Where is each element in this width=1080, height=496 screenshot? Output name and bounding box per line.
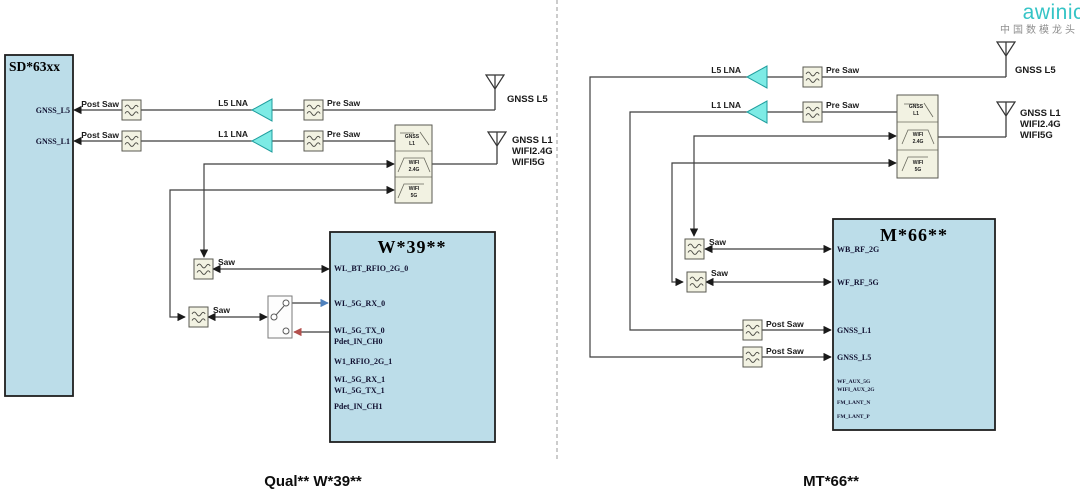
svg-text:WIFI2.4G: WIFI2.4G [1020, 119, 1061, 130]
svg-text:Saw: Saw [218, 257, 235, 267]
brand-logo-text: awinic [1022, 1, 1080, 24]
svg-text:GNSS: GNSS [405, 134, 420, 140]
svg-text:2.4G: 2.4G [913, 139, 924, 145]
svg-text:Saw: Saw [709, 237, 726, 247]
triplexer-right: GNSS L1 WIFI 2.4G WIFI 5G [896, 94, 939, 179]
svg-text:5G: 5G [411, 193, 418, 199]
svg-text:L1 LNA: L1 LNA [218, 129, 248, 139]
svg-text:L1 LNA: L1 LNA [711, 100, 741, 110]
brand-watermark: awinic 中国数模龙头 [1000, 1, 1080, 37]
svg-text:5G: 5G [915, 167, 922, 173]
svg-text:Pre Saw: Pre Saw [826, 65, 859, 75]
mt-chip-block-m66: M*66** WB_RF_2G WF_RF_5G GNSS_L1 GNSS_L5… [832, 218, 996, 431]
svg-text:GNSS_L5: GNSS_L5 [837, 353, 871, 362]
mt-chip-title: M*66** [880, 225, 948, 245]
svg-text:WIFI2.4G: WIFI2.4G [512, 146, 553, 157]
svg-text:W1_RFIO_2G_1: W1_RFIO_2G_1 [334, 357, 392, 366]
antenna-label: GNSS L5 [507, 94, 548, 105]
svg-text:GNSS: GNSS [909, 104, 924, 110]
svg-text:WL_BT_RFIO_2G_0: WL_BT_RFIO_2G_0 [334, 264, 408, 273]
lna-l5: L5 LNA [218, 98, 273, 122]
left-wires [73, 105, 497, 337]
svg-text:WL_5G_RX_1: WL_5G_RX_1 [334, 375, 385, 384]
svg-text:WF_AUX_5G: WF_AUX_5G [837, 379, 871, 385]
saw-filter-2g-right: Saw [684, 237, 726, 260]
post-saw-filter-l5-right: Post Saw [742, 346, 804, 368]
svg-text:L5 LNA: L5 LNA [218, 98, 248, 108]
triplexer-left: GNSS L1 WIFI 2.4G WIFI 5G [394, 124, 433, 204]
soc-port-gnss-l1: GNSS_L1 [36, 137, 70, 146]
svg-text:GNSS L1: GNSS L1 [1020, 108, 1061, 119]
wifi-chip-block-w39: W*39** WL_BT_RFIO_2G_0 WL_5G_RX_0 WL_5G_… [329, 231, 496, 443]
lna-l1: L1 LNA [218, 129, 273, 153]
svg-text:WL_5G_TX_1: WL_5G_TX_1 [334, 386, 385, 395]
svg-text:WIFI5G: WIFI5G [512, 157, 545, 168]
svg-text:WIFI_AUX_2G: WIFI_AUX_2G [837, 387, 875, 393]
svg-text:2.4G: 2.4G [409, 167, 420, 173]
lna-l5-right: L5 LNA [711, 65, 768, 89]
svg-text:FM_LANT_P: FM_LANT_P [837, 414, 870, 420]
svg-text:WIFI: WIFI [409, 160, 420, 166]
svg-text:WIFI: WIFI [913, 160, 924, 166]
antenna-combo-right: GNSS L1 WIFI2.4G WIFI5G [995, 101, 1061, 141]
left-diagram-qualcomm: SD*63xx GNSS_L5 GNSS_L1 Post Saw Post Sa… [4, 54, 553, 490]
post-saw-filter-l5: Post Saw [81, 99, 142, 121]
svg-text:WL_5G_RX_0: WL_5G_RX_0 [334, 299, 385, 308]
svg-text:WL_5G_TX_0: WL_5G_TX_0 [334, 326, 385, 335]
svg-text:GNSS L1: GNSS L1 [512, 135, 553, 146]
svg-text:L5 LNA: L5 LNA [711, 65, 741, 75]
svg-text:Post Saw: Post Saw [81, 99, 119, 109]
caption-right: MT*66** [803, 473, 859, 490]
svg-text:Saw: Saw [213, 305, 230, 315]
svg-text:Post Saw: Post Saw [766, 319, 804, 329]
soc-block-sd63xx: SD*63xx GNSS_L5 GNSS_L1 [4, 54, 74, 397]
antenna-gnss-l5-left: GNSS L5 [484, 74, 548, 110]
pre-saw-filter-l1-right: Pre Saw [802, 100, 859, 123]
svg-text:WIFI: WIFI [913, 132, 924, 138]
pre-saw-filter-l1: Pre Saw [303, 129, 360, 152]
post-saw-filter-l1-right: Post Saw [742, 319, 804, 341]
antenna-combo-left: GNSS L1 WIFI2.4G WIFI5G [486, 131, 553, 168]
saw-filter-5g-right: Saw [686, 268, 728, 293]
svg-text:L1: L1 [409, 141, 415, 147]
lna-l1-right: L1 LNA [711, 100, 768, 124]
caption-left: Qual** W*39** [264, 473, 362, 490]
right-wires [589, 76, 1006, 362]
svg-text:Saw: Saw [711, 268, 728, 278]
svg-text:WIFI5G: WIFI5G [1020, 130, 1053, 141]
svg-text:Pre Saw: Pre Saw [826, 100, 859, 110]
svg-text:Pre Saw: Pre Saw [327, 129, 360, 139]
soc-title: SD*63xx [9, 59, 60, 74]
saw-filter-5g-left: Saw [188, 305, 230, 328]
saw-filter-2g-left: Saw [193, 257, 235, 280]
svg-text:Post Saw: Post Saw [766, 346, 804, 356]
pre-saw-filter-l5: Pre Saw [303, 98, 360, 121]
pre-saw-filter-l5-right: Pre Saw [802, 65, 859, 88]
svg-text:Post Saw: Post Saw [81, 130, 119, 140]
wifi-chip-title: W*39** [378, 237, 447, 257]
svg-text:WIFI: WIFI [409, 186, 420, 192]
svg-text:GNSS L5: GNSS L5 [1015, 65, 1056, 76]
svg-text:Pdet_IN_CH0: Pdet_IN_CH0 [334, 337, 382, 346]
svg-text:Pre Saw: Pre Saw [327, 98, 360, 108]
soc-port-gnss-l5: GNSS_L5 [36, 106, 70, 115]
right-diagram-mediatek: L5 LNA L1 LNA Pre Saw Pre Saw GNSS [589, 41, 1061, 490]
svg-text:GNSS_L1: GNSS_L1 [837, 326, 871, 335]
svg-text:L1: L1 [913, 111, 919, 117]
svg-text:Pdet_IN_CH1: Pdet_IN_CH1 [334, 402, 382, 411]
post-saw-filter-l1: Post Saw [81, 130, 142, 152]
svg-text:WB_RF_2G: WB_RF_2G [837, 245, 879, 254]
svg-text:FM_LANT_N: FM_LANT_N [837, 400, 870, 406]
rx-tx-switch [267, 295, 293, 339]
antenna-gnss-l5-right: GNSS L5 [995, 41, 1056, 77]
brand-tagline: 中国数模龙头 [1000, 25, 1078, 37]
svg-text:WF_RF_5G: WF_RF_5G [837, 278, 879, 287]
